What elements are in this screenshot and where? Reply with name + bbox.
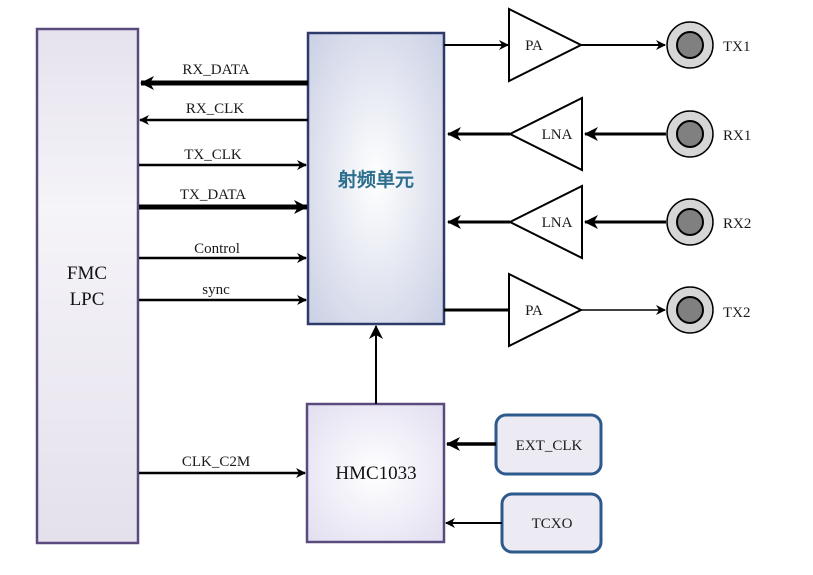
pa1-label: PA <box>525 38 543 54</box>
rx2-chain: LNA RX2 <box>447 184 751 260</box>
rx1-chain: LNA RX1 <box>447 96 751 172</box>
rx-data-label: RX_DATA <box>182 62 249 78</box>
pa2-label: PA <box>525 303 543 319</box>
signal-tx-clk: TX_CLK <box>139 147 307 170</box>
rx1-connector-icon <box>666 110 714 158</box>
sync-label: sync <box>202 282 230 298</box>
rf-unit-label: 射频单元 <box>337 168 414 191</box>
signal-tx-data: TX_DATA <box>139 187 308 214</box>
signal-sync: sync <box>139 282 307 305</box>
tx2-chain: PA TX2 <box>444 272 751 348</box>
tx2-connector-icon <box>666 286 714 334</box>
signal-control: Control <box>139 241 307 263</box>
ext-clk-label: EXT_CLK <box>516 438 583 454</box>
fmc-label-line2: LPC <box>70 289 105 310</box>
ext-clk-block: EXT_CLK <box>494 413 603 476</box>
pa-amplifier-1 <box>508 7 584 83</box>
rx2-port-label: RX2 <box>723 216 751 232</box>
signal-rx-data: RX_DATA <box>140 62 308 90</box>
fmc-label-line1: FMC <box>67 263 107 284</box>
tx1-connector-icon <box>666 21 714 69</box>
rx2-connector-icon <box>666 198 714 246</box>
tcxo-label: TCXO <box>532 516 573 532</box>
tx-data-label: TX_DATA <box>180 187 246 203</box>
lna-amplifier-1 <box>507 96 583 172</box>
lna1-label: LNA <box>542 127 573 143</box>
tx1-chain: PA TX1 <box>444 7 751 83</box>
clk-c2m-label: CLK_C2M <box>182 454 250 470</box>
rf-unit-block: 射频单元 <box>306 31 446 326</box>
tx1-port-label: TX1 <box>723 39 751 55</box>
signal-rx-clk: RX_CLK <box>139 101 308 125</box>
tx-clk-label: TX_CLK <box>184 147 242 163</box>
signal-clk-c2m: CLK_C2M <box>139 454 306 478</box>
fmc-lpc-block: FMC LPC <box>35 27 140 545</box>
tcxo-block: TCXO <box>500 492 603 554</box>
tx2-port-label: TX2 <box>723 305 751 321</box>
pa-amplifier-2 <box>508 272 584 348</box>
control-label: Control <box>194 241 240 257</box>
rx-clk-label: RX_CLK <box>186 101 245 117</box>
hmc1033-block: HMC1033 <box>305 402 446 544</box>
hmc1033-label: HMC1033 <box>335 463 416 484</box>
rx1-port-label: RX1 <box>723 128 751 144</box>
lna2-label: LNA <box>542 215 573 231</box>
lna-amplifier-2 <box>507 184 583 260</box>
